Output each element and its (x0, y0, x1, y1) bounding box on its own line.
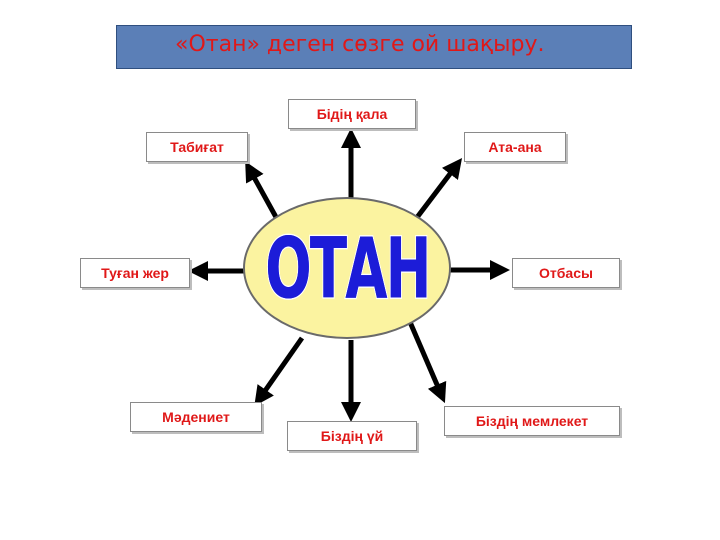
arrow-to-bottom-left (254, 336, 305, 407)
center-ellipse: ОТАН (243, 197, 451, 339)
node-top-left: Табиғат (146, 132, 248, 162)
diagram-title: «Отан» деген сөзге ой шақыру. (175, 32, 545, 57)
node-left: Туған жер (80, 258, 190, 288)
node-right: Отбасы (512, 258, 620, 288)
node-bottom: Біздің үй (287, 421, 417, 451)
node-bottom-right: Біздің мемлекет (444, 406, 620, 436)
arrow-to-top-right (410, 158, 463, 226)
node-bottom-left: Мәдениет (130, 402, 262, 432)
arrow-to-bottom-right (407, 321, 447, 404)
center-word: ОТАН (264, 217, 432, 318)
title-bar: «Отан» деген сөзге ой шақыру. (116, 25, 632, 69)
node-top: Бідің қала (288, 99, 416, 129)
node-top-right: Ата-ана (464, 132, 566, 162)
